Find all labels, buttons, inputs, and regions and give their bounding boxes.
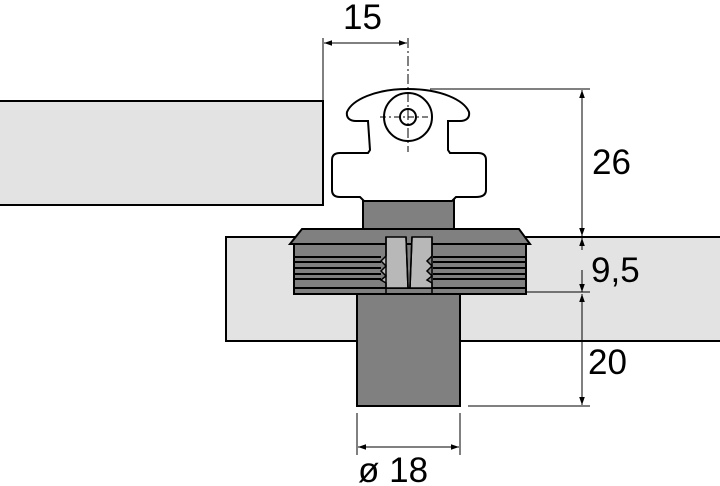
cam-knob bbox=[331, 87, 487, 202]
dim-15 bbox=[322, 38, 407, 100]
threaded-sleeve bbox=[287, 228, 532, 295]
dim-diameter-18 bbox=[356, 413, 461, 455]
dim-label-20: 20 bbox=[588, 343, 627, 382]
dim-label-9-5: 9,5 bbox=[591, 251, 640, 290]
dim-vertical-chain bbox=[430, 88, 590, 407]
dim-label-15: 15 bbox=[343, 0, 382, 37]
upper-panel bbox=[0, 100, 324, 206]
dowel-stem bbox=[356, 291, 461, 407]
dim-label-diameter-18: ø 18 bbox=[358, 451, 429, 486]
dim-label-26: 26 bbox=[592, 143, 631, 182]
